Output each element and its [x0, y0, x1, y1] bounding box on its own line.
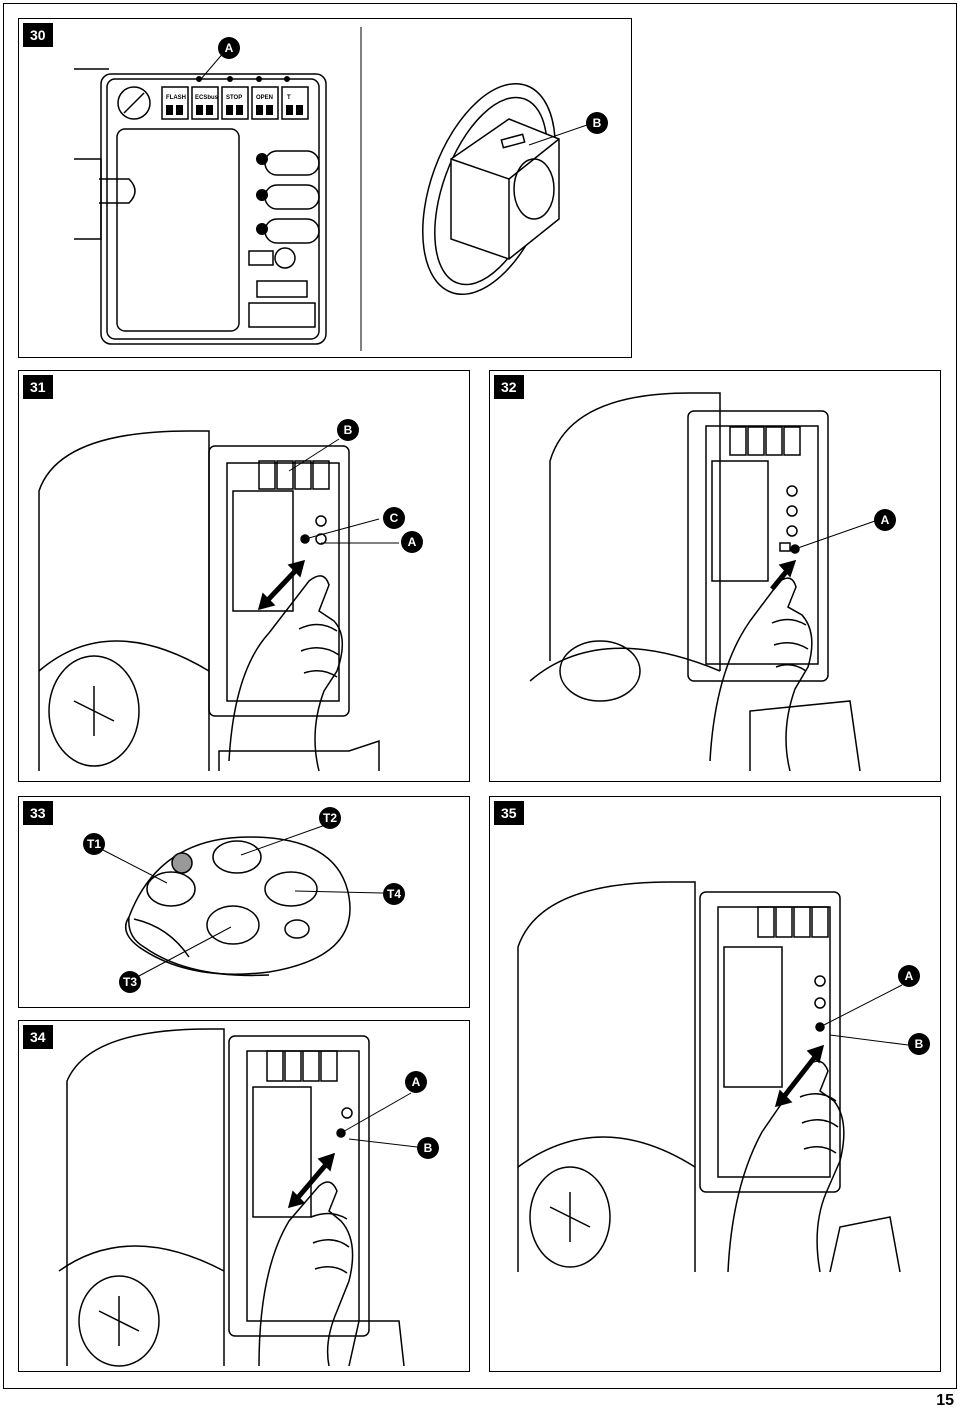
figure-number: 32	[494, 375, 524, 399]
figure-30: 30	[18, 18, 632, 358]
figure-number: 30	[23, 23, 53, 47]
figure-number: 31	[23, 375, 53, 399]
figure-number: 33	[23, 801, 53, 825]
figure-number: 34	[23, 1025, 53, 1049]
control-unit-illustration: FLASH ECSbus STOP OPEN T	[74, 27, 588, 351]
figure-32: 32 A	[489, 370, 941, 782]
figure-number: 35	[494, 801, 524, 825]
callout-t2: T2	[319, 807, 341, 829]
receiver-button-illustration	[529, 392, 876, 772]
callout-t4: T4	[383, 883, 405, 905]
figure-31: 31	[18, 370, 470, 782]
callout-b: B	[337, 419, 359, 441]
terminal-label: STOP	[226, 95, 242, 101]
page-number: 15	[936, 1392, 954, 1409]
callout-b: B	[417, 1137, 439, 1159]
callout-a: A	[898, 965, 920, 987]
receiver-button-illustration	[517, 881, 909, 1273]
figure-35: 35 A B	[489, 796, 941, 1372]
terminal-label: T	[287, 95, 291, 101]
callout-b: B	[908, 1033, 930, 1055]
page-frame	[3, 3, 957, 1389]
terminal-label: OPEN	[256, 95, 273, 101]
callout-a: A	[218, 37, 240, 59]
remote-control-illustration	[100, 822, 384, 978]
receiver-button-illustration	[58, 1028, 418, 1367]
callout-t3: T3	[119, 971, 141, 993]
callout-t1: T1	[83, 833, 105, 855]
terminal-label: ECSbus	[195, 95, 219, 101]
callout-a: A	[401, 531, 423, 553]
figure-33: 33 T1 T2 T4 T3	[18, 796, 470, 1008]
callout-c: C	[383, 507, 405, 529]
callout-a: A	[405, 1071, 427, 1093]
callout-b: B	[586, 112, 608, 134]
callout-a: A	[874, 509, 896, 531]
terminal-label: FLASH	[166, 95, 186, 101]
receiver-button-illustration	[38, 430, 399, 772]
figure-34: 34 A B	[18, 1020, 470, 1372]
